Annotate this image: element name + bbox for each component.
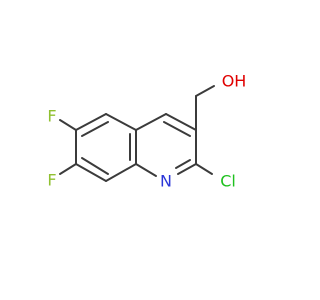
- bond-c2-n1: [177, 163, 197, 175]
- bond-c4a-c5: [105, 113, 137, 131]
- bond-c5-c6: [75, 113, 107, 131]
- structure-canvas: F F N Cl OH: [47, 72, 247, 191]
- hydroxyl-label: OH: [222, 72, 247, 91]
- bond-c7-c8: [75, 163, 107, 182]
- bond-ch2-o: [195, 85, 215, 97]
- bond-c4a-c4: [135, 113, 167, 131]
- bond-c6-f: [59, 119, 77, 131]
- bond-c7-c8-double: [81, 157, 109, 175]
- chlorine-label: Cl: [220, 172, 236, 191]
- bond-c7-f: [59, 163, 77, 175]
- bond-n1-c8a: [135, 163, 157, 177]
- nitrogen-label: N: [160, 172, 172, 191]
- bond-c4-c3-double: [163, 121, 191, 137]
- bond-c4-c3: [165, 113, 197, 131]
- bond-c8-c8a: [105, 163, 137, 182]
- bond-c2-cl: [195, 163, 213, 175]
- bond-c2-n1-double: [175, 159, 191, 169]
- bond-c5-c6-double: [81, 121, 109, 137]
- molecule-diagram: F F N Cl OH: [47, 72, 247, 191]
- fluorine-bottom-label: F: [47, 171, 56, 190]
- fluorine-top-label: F: [47, 107, 56, 126]
